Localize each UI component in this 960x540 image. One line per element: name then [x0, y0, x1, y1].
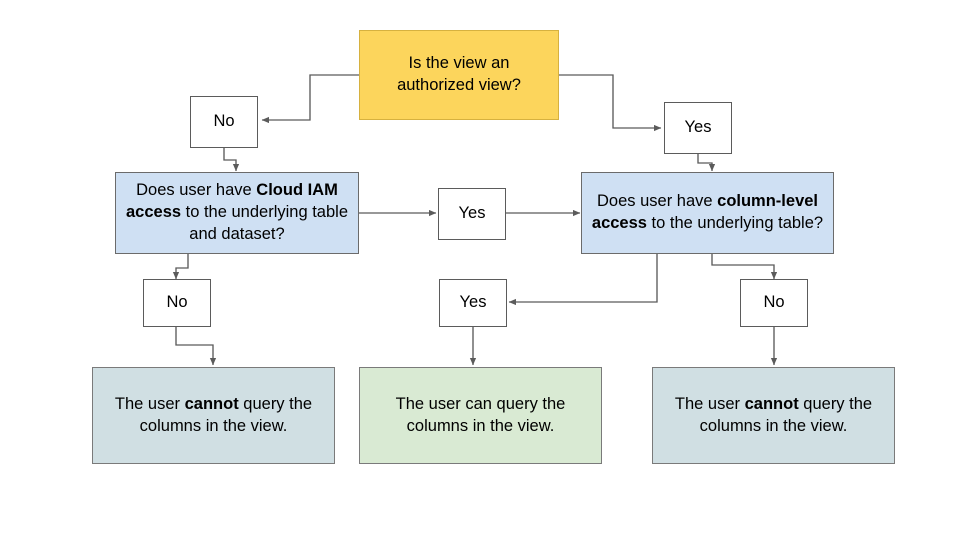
node-column-question[interactable]: Does user have column-level access to th… [581, 172, 834, 254]
branch-label-yes-column[interactable]: Yes [439, 279, 507, 327]
outcome-right-text: The user cannot query the columns in the… [674, 394, 873, 435]
iam-question-text: Does user have Cloud IAM access to the u… [125, 181, 348, 243]
branch-label-yes-top[interactable]: Yes [664, 102, 732, 154]
edge-start-to-no [261, 74, 359, 124]
node-outcome-right[interactable]: The user cannot query the columns in the… [652, 367, 895, 464]
edge-no-to-outcome-left [175, 326, 217, 366]
column-question-text: Does user have column-level access to th… [591, 192, 824, 232]
node-outcome-middle[interactable]: The user can query the columns in the vi… [359, 367, 602, 464]
branch-label-yes-middle-text: Yes [458, 204, 486, 223]
edge-column-to-no [711, 254, 778, 280]
branch-label-no-top[interactable]: No [190, 96, 258, 148]
edge-no-to-iam [223, 148, 240, 172]
edge-yes-to-column [697, 154, 716, 172]
node-iam-question[interactable]: Does user have Cloud IAM access to the u… [115, 172, 359, 254]
branch-label-yes-top-text: Yes [684, 118, 712, 137]
edge-iam-to-no [172, 254, 189, 280]
branch-label-no-column[interactable]: No [740, 279, 808, 327]
branch-label-no-iam-text: No [166, 293, 188, 312]
edge-start-to-yes [559, 74, 662, 132]
node-outcome-left[interactable]: The user cannot query the columns in the… [92, 367, 335, 464]
branch-label-no-top-text: No [213, 112, 235, 131]
outcome-middle-text: The user can query the columns in the vi… [395, 394, 566, 435]
branch-label-yes-middle[interactable]: Yes [438, 188, 506, 240]
outcome-left-text: The user cannot query the columns in the… [114, 394, 313, 435]
branch-label-no-column-text: No [763, 293, 785, 312]
branch-label-no-iam[interactable]: No [143, 279, 211, 327]
edge-column-to-yes [508, 254, 658, 306]
branch-label-yes-column-text: Yes [459, 293, 487, 312]
